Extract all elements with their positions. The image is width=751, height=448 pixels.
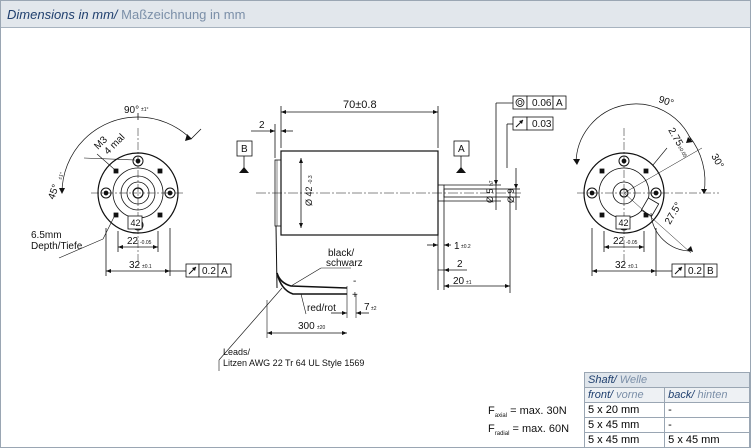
side-dim-20: 20 xyxy=(453,276,465,287)
left-dim-22: 22 xyxy=(127,236,139,247)
side-dim-7: 7 xyxy=(364,302,370,313)
table-cell: 5 x 45 mm xyxy=(583,432,666,448)
force-radial-symbol: F xyxy=(488,423,495,436)
side-dim-20-tol: ±1 xyxy=(466,280,472,286)
left-runout-value: 0.2 xyxy=(202,266,216,277)
left-angle-side: 45° xyxy=(46,183,62,201)
left-end-view xyxy=(58,113,232,278)
lead-minus-sign: - xyxy=(353,276,356,287)
force-axial-symbol: F xyxy=(488,405,495,417)
shaft-col-front: front/ vorne xyxy=(583,387,666,403)
force-radial-value: = max. 60N xyxy=(509,423,570,436)
left-dim-22-tol: -0.05 xyxy=(140,240,152,246)
boss-diameter: Ø 9 xyxy=(506,188,516,203)
shaft-title-en: Shaft/ xyxy=(588,374,617,386)
side-dim-7-tol: ±2 xyxy=(371,306,377,312)
side-view xyxy=(218,95,567,371)
table-row: 5 x 45 mm - xyxy=(583,417,750,433)
body-diameter: Ø 42 xyxy=(304,186,314,206)
side-dim-1-tol: ±0.2 xyxy=(461,244,471,250)
left-dim-32-tol: ±0.1 xyxy=(142,264,152,270)
shaft-table: Shaft/ Welle front/ vorne back/ hinten 5… xyxy=(583,372,750,448)
right-dim-22: 22 xyxy=(613,236,625,247)
title-english: Dimensions in mm/ xyxy=(7,7,118,22)
table-cell: 5 x 20 mm xyxy=(583,402,666,418)
left-angle-top-tol: ±1° xyxy=(141,107,149,113)
side-view-labels: 70±0.8 2 B A Ø 42 -0.3 Ø 5 h7 Ø 9 1 ±0.2… xyxy=(223,98,563,368)
left-dim-32: 32 xyxy=(129,260,141,271)
lead-black-label: black/ xyxy=(328,248,354,259)
shaft-title-de: Welle xyxy=(616,374,648,386)
table-row: 5 x 20 mm - xyxy=(583,402,750,418)
force-radial: Fradial = max. 60N xyxy=(488,423,569,441)
shaft-table-title: Shaft/ Welle xyxy=(584,372,750,388)
lead-length: 300 xyxy=(298,321,315,332)
datum-b-label: B xyxy=(241,144,248,155)
body-diameter-tol: -0.3 xyxy=(308,175,314,184)
side-dim-1: 1 xyxy=(454,241,460,252)
force-axial-value: = max. 30N xyxy=(507,405,567,417)
right-view-labels: 90° 30° 27.5° 2.75 ±0.05 42 22 -0.05 32 … xyxy=(613,94,725,277)
left-depth-note-1: 6.5mm xyxy=(31,230,62,241)
table-cell: - xyxy=(664,402,750,418)
right-dim-32-tol: ±0.1 xyxy=(628,264,638,270)
lead-red-label: red/rot xyxy=(307,303,336,314)
right-runout-ref: B xyxy=(707,266,714,277)
header-bar: Dimensions in mm/ Maßzeichnung in mm xyxy=(1,1,750,28)
right-angle-30: 30° xyxy=(708,152,725,171)
shaft-col-back-en: back/ xyxy=(668,389,695,401)
left-thread-count: 4 mal xyxy=(102,132,127,157)
forces-block: Faxial = max. 30N Fradial = max. 60N xyxy=(488,405,569,441)
right-angle-top: 90° xyxy=(657,94,675,109)
side-dim-2-bottom: 2 xyxy=(457,259,463,270)
right-end-view xyxy=(573,103,719,278)
shaft-col-front-de: vorne xyxy=(613,389,644,401)
runout-second-value: 0.03 xyxy=(532,119,552,130)
left-angle-side-tol: ±1° xyxy=(57,172,65,181)
shaft-diameter-tol: h7 xyxy=(489,180,495,186)
left-pcd-label: 42 xyxy=(131,218,141,228)
title-german: Maßzeichnung in mm xyxy=(117,7,246,22)
runout-top-ref: A xyxy=(556,98,563,109)
page-title: Dimensions in mm/ Maßzeichnung in mm xyxy=(7,7,245,22)
shaft-diameter: Ø 5 xyxy=(485,188,495,203)
force-axial: Faxial = max. 30N xyxy=(488,405,569,423)
left-runout-ref: A xyxy=(221,266,228,277)
lead-length-tol: ±20 xyxy=(317,325,326,331)
left-depth-note-2: Depth/Tiefe xyxy=(31,241,83,252)
right-pcd-label: 42 xyxy=(619,218,629,228)
leads-note-2: Litzen AWG 22 Tr 64 UL Style 1569 xyxy=(223,358,364,368)
shaft-col-back: back/ hinten xyxy=(664,387,750,403)
table-row: 5 x 45 mm 5 x 45 mm xyxy=(583,432,750,448)
force-axial-sub: axial xyxy=(494,413,508,420)
leads-note-1: Leads/ xyxy=(223,347,251,357)
lead-schwarz-label: schwarz xyxy=(326,258,363,269)
lead-plus-sign: + xyxy=(352,290,358,301)
right-dim-275-tol: ±0.05 xyxy=(676,145,688,159)
shaft-col-front-en: front/ xyxy=(588,389,614,401)
right-angle-275: 27.5° xyxy=(663,201,684,227)
overall-length: 70±0.8 xyxy=(343,99,377,111)
table-cell: - xyxy=(664,417,750,433)
side-dim-2-top: 2 xyxy=(259,120,265,131)
left-angle-top: 90° xyxy=(124,105,139,116)
shaft-col-back-de: hinten xyxy=(694,389,728,401)
right-dim-22-tol: -0.05 xyxy=(626,240,638,246)
runout-top-value: 0.06 xyxy=(532,98,552,109)
table-cell: 5 x 45 mm xyxy=(583,417,666,433)
technical-drawing: 90° ±1° 45° ±1° M3 4 mal 6.5mm Depth/Tie… xyxy=(31,94,725,371)
right-runout-value: 0.2 xyxy=(688,266,702,277)
force-radial-sub: radial xyxy=(494,431,510,438)
table-cell: 5 x 45 mm xyxy=(664,432,750,448)
datum-a-label: A xyxy=(458,144,465,155)
right-dim-32: 32 xyxy=(615,260,627,271)
